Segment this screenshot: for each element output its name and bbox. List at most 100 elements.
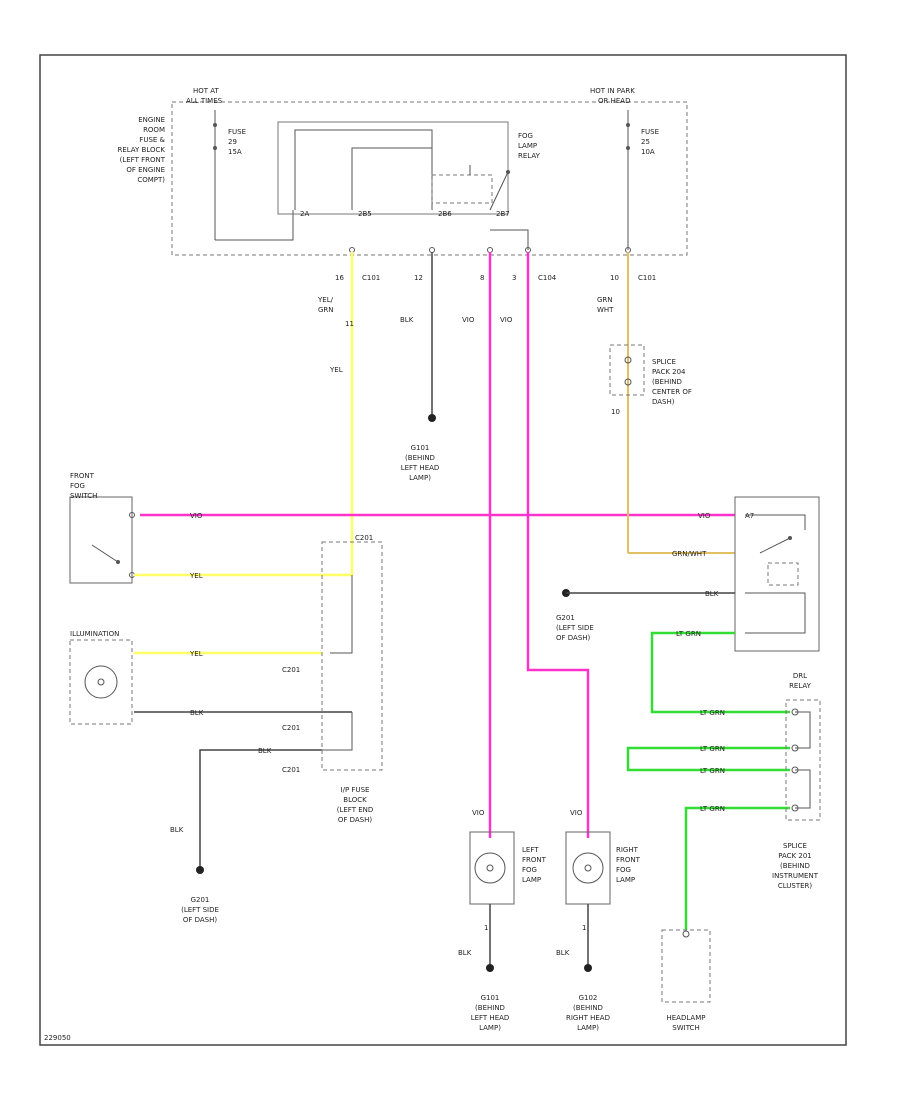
ground-g102-icon — [584, 964, 592, 972]
svg-text:SPLICE: SPLICE — [652, 358, 676, 366]
svg-text:FOG: FOG — [522, 866, 537, 874]
vio-right-lamp-label: VIO — [570, 809, 583, 817]
svg-text:RELAY BLOCK: RELAY BLOCK — [117, 146, 165, 154]
svg-text:HEADLAMP: HEADLAMP — [667, 1014, 706, 1022]
svg-text:YEL: YEL — [329, 366, 343, 374]
blk-left-lamp-label: BLK — [458, 949, 472, 957]
lt-grn-wire-1 — [650, 631, 790, 714]
pin1-right: 1 — [582, 924, 586, 932]
svg-text:LAMP: LAMP — [616, 876, 635, 884]
svg-text:G101: G101 — [481, 994, 500, 1002]
svg-text:LEFT: LEFT — [522, 846, 539, 854]
svg-text:LAMP): LAMP) — [409, 474, 431, 482]
svg-text:PACK 201: PACK 201 — [778, 852, 812, 860]
front-fog-switch[interactable] — [69, 496, 133, 584]
svg-text:3: 3 — [512, 274, 516, 282]
svg-text:DRL: DRL — [793, 672, 807, 680]
diagram-frame — [39, 54, 847, 1046]
svg-text:LEFT HEAD: LEFT HEAD — [471, 1014, 510, 1022]
svg-text:2B6: 2B6 — [438, 210, 452, 218]
svg-text:OF DASH): OF DASH) — [338, 816, 373, 824]
svg-text:OF DASH): OF DASH) — [183, 916, 218, 924]
ground-g101-icon — [428, 414, 436, 422]
svg-text:8: 8 — [480, 274, 484, 282]
svg-text:I/P FUSE: I/P FUSE — [341, 786, 370, 794]
left-fog-lamp — [469, 831, 515, 905]
lt-grn-label-4: LT GRN — [700, 767, 725, 775]
svg-text:ALL TIMES: ALL TIMES — [186, 97, 223, 105]
svg-text:LEFT HEAD: LEFT HEAD — [401, 464, 440, 472]
drl-relay-box — [734, 496, 820, 652]
svg-text:INSTRUMENT: INSTRUMENT — [772, 872, 819, 880]
svg-text:G102: G102 — [579, 994, 598, 1002]
svg-text:SPLICE: SPLICE — [783, 842, 807, 850]
illumination-label: ILLUMINATION — [70, 630, 119, 638]
relay-terminals: 2A 2B5 2B6 2B7 — [300, 210, 510, 218]
svg-text:11: 11 — [345, 320, 354, 328]
svg-text:COMPT): COMPT) — [137, 176, 165, 184]
svg-text:25: 25 — [641, 138, 650, 146]
svg-text:RELAY: RELAY — [789, 682, 812, 690]
svg-text:LAMP: LAMP — [518, 142, 537, 150]
svg-text:FOG: FOG — [70, 482, 85, 490]
ground-g201-left-label: G201 (LEFT SIDE OF DASH) — [181, 896, 219, 924]
svg-text:HOT AT: HOT AT — [193, 87, 220, 95]
headlamp-switch — [661, 929, 711, 1003]
drl-relay-label: DRL RELAY — [789, 672, 812, 690]
yel-sw-label: YEL — [189, 572, 203, 580]
svg-text:LAMP): LAMP) — [479, 1024, 501, 1032]
svg-text:(BEHIND: (BEHIND — [573, 1004, 603, 1012]
svg-text:2B5: 2B5 — [358, 210, 372, 218]
hot-in-park-label: HOT IN PARK OR HEAD — [590, 87, 635, 105]
vio-left-lamp-label: VIO — [472, 809, 485, 817]
svg-text:FRONT: FRONT — [522, 856, 547, 864]
splice-pack-201-label: SPLICE PACK 201 (BEHIND INSTRUMENT CLUST… — [772, 842, 819, 890]
svg-text:(LEFT END: (LEFT END — [337, 806, 374, 814]
vio-relay-label: VIO — [698, 512, 711, 520]
svg-text:10: 10 — [611, 408, 620, 416]
right-fog-lamp-label: RIGHT FRONT FOG LAMP — [616, 846, 641, 884]
grn-wht-label: GRN WHT 10 — [597, 296, 620, 416]
lt-grn-label-2: LT GRN — [700, 709, 725, 717]
svg-text:LAMP): LAMP) — [577, 1024, 599, 1032]
svg-text:12: 12 — [414, 274, 423, 282]
svg-text:WHT: WHT — [597, 306, 614, 314]
svg-text:FUSE &: FUSE & — [139, 136, 165, 144]
vio-label-2: VIO — [500, 316, 513, 324]
svg-text:G201: G201 — [556, 614, 575, 622]
vio-wire-right-fog — [526, 252, 590, 838]
fog-lamp-relay-label: FOG LAMP RELAY — [518, 132, 541, 160]
lt-grn-wire-2 — [626, 746, 790, 772]
svg-text:RELAY: RELAY — [518, 152, 541, 160]
svg-text:RIGHT: RIGHT — [616, 846, 639, 854]
blk-c201-label: BLK — [258, 747, 272, 755]
blk-ill-label: BLK — [190, 709, 204, 717]
svg-text:GRN: GRN — [318, 306, 334, 314]
svg-text:OR HEAD: OR HEAD — [598, 97, 630, 105]
ground-g101-bottom-label: G101 (BEHIND LEFT HEAD LAMP) — [471, 994, 510, 1032]
headlamp-switch-label: HEADLAMP SWITCH — [667, 1014, 706, 1032]
svg-text:G201: G201 — [191, 896, 210, 904]
svg-text:HOT IN PARK: HOT IN PARK — [590, 87, 635, 95]
pin1-left: 1 — [484, 924, 488, 932]
svg-text:16: 16 — [335, 274, 344, 282]
splice-pack-204-label: SPLICE PACK 204 (BEHIND CENTER OF DASH) — [652, 358, 692, 406]
left-fog-lamp-label: LEFT FRONT FOG LAMP — [522, 846, 547, 884]
svg-text:C101: C101 — [638, 274, 656, 282]
blk-drl-label: BLK — [705, 590, 719, 598]
svg-text:G101: G101 — [411, 444, 430, 452]
lt-grn-label-5: LT GRN — [700, 805, 725, 813]
fog-relay-outline — [277, 121, 509, 215]
front-fog-switch-label: FRONT FOG SWITCH — [70, 472, 97, 500]
svg-text:BLOCK: BLOCK — [343, 796, 367, 804]
fuse-29-label: FUSE 29 15A — [228, 128, 246, 156]
engine-fuse-box-outline — [171, 101, 688, 256]
svg-text:2A: 2A — [300, 210, 309, 218]
ip-fuse-block — [321, 541, 383, 771]
svg-text:FUSE: FUSE — [228, 128, 246, 136]
ground-g201-left-icon — [196, 866, 204, 874]
ground-g102-label: G102 (BEHIND RIGHT HEAD LAMP) — [566, 994, 610, 1032]
fog-relay-coil — [431, 174, 493, 204]
svg-text:C104: C104 — [538, 274, 557, 282]
illumination-bulb-box — [69, 639, 133, 725]
